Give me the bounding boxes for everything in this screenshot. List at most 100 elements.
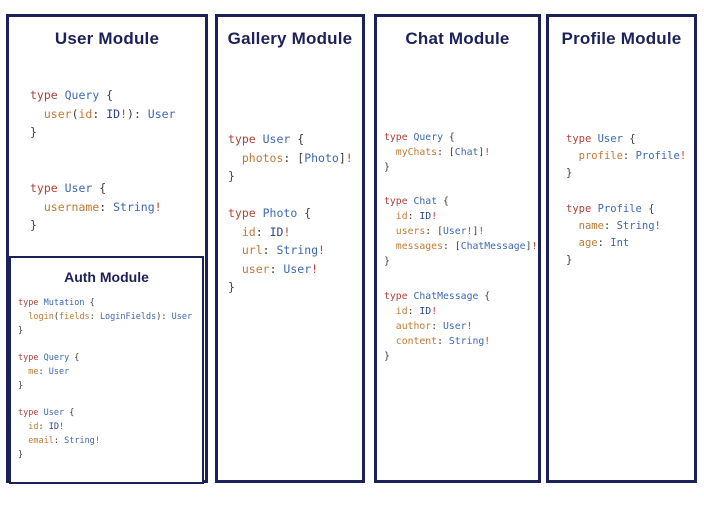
code-block-auth-mutation: type Mutation { login(fields: LoginField… <box>18 296 192 338</box>
code-line: type Query { <box>384 130 490 145</box>
code-token: User <box>48 367 70 377</box>
code-line: type User { <box>30 179 162 198</box>
code-token: : <box>99 199 114 214</box>
code-token: : <box>255 224 270 239</box>
code-token: name <box>578 220 604 232</box>
code-token: : [ <box>442 241 461 252</box>
code-token: user <box>43 106 72 121</box>
code-token: } <box>18 381 24 391</box>
code-token: Int <box>610 237 630 249</box>
code-line: } <box>30 216 162 235</box>
code-token: } <box>384 351 390 362</box>
code-line: id: ID! <box>384 209 537 224</box>
code-line: } <box>384 254 537 269</box>
code-line: author: User! <box>384 319 490 334</box>
code-token: myChats <box>395 147 438 158</box>
code-line: id: ID! <box>18 420 100 434</box>
code-token <box>18 367 28 377</box>
code-line: type User { <box>228 130 353 149</box>
code-token <box>566 150 579 162</box>
code-token: type <box>18 298 44 308</box>
code-token: User <box>64 181 93 195</box>
code-line: type Mutation { <box>18 296 192 310</box>
code-line: url: String! <box>228 241 325 260</box>
code-block-auth-user: type User { id: ID! email: String!} <box>18 406 100 462</box>
code-token <box>384 211 396 222</box>
code-token: ] <box>525 241 532 252</box>
code-line: } <box>18 448 100 462</box>
code-token <box>384 226 396 237</box>
code-line: type User { <box>566 131 686 148</box>
code-token: ! <box>466 321 473 332</box>
code-line: type Query { <box>30 86 176 105</box>
code-token: users <box>395 226 426 237</box>
code-line: photos: [Photo]! <box>228 149 353 168</box>
code-token: : <box>38 367 49 377</box>
code-line: myChats: [Chat]! <box>384 145 490 160</box>
code-token <box>18 312 28 322</box>
code-line: } <box>18 379 79 393</box>
code-token: id <box>28 422 39 432</box>
code-token: } <box>384 256 390 267</box>
code-line: content: String! <box>384 334 490 349</box>
code-token: type <box>566 203 598 215</box>
code-token: { <box>99 88 114 102</box>
code-token <box>228 225 242 239</box>
code-token: User <box>283 261 312 276</box>
code-token: : <box>597 237 611 249</box>
panel-profile-module: Profile Module type User { profile: Prof… <box>546 14 697 483</box>
code-line: type User { <box>18 406 100 420</box>
code-token: username <box>43 199 100 214</box>
code-token: : <box>407 306 420 317</box>
code-token: String <box>276 243 319 257</box>
code-line: type ChatMessage { <box>384 289 490 304</box>
code-token: User <box>147 106 176 121</box>
code-line: type Profile { <box>566 201 661 218</box>
code-token: : <box>622 150 636 162</box>
code-token: type <box>30 181 65 195</box>
code-token: { <box>641 203 655 215</box>
code-token: } <box>566 254 573 266</box>
code-token <box>384 147 396 158</box>
code-token: ! <box>466 226 473 237</box>
code-token: ! <box>484 147 491 158</box>
code-token: ! <box>154 199 162 214</box>
code-token: ! <box>484 336 491 347</box>
code-token: { <box>290 132 305 146</box>
code-token: { <box>69 353 80 363</box>
code-token: fields <box>58 312 90 322</box>
code-block-chat-query: type Query { myChats: [Chat]!} <box>384 130 490 175</box>
code-line: type Query { <box>18 351 79 365</box>
code-token: Photo <box>262 206 298 220</box>
code-token: Profile <box>635 150 680 162</box>
code-token: ] <box>472 226 479 237</box>
code-token: : <box>437 336 449 347</box>
code-token: author <box>395 321 432 332</box>
code-token: : [ <box>283 150 305 165</box>
code-token: { <box>443 132 455 143</box>
code-token: Mutation <box>43 298 85 308</box>
code-token: : [ <box>425 226 443 237</box>
code-token: user <box>241 261 270 276</box>
code-token <box>30 200 44 214</box>
code-token: ! <box>318 243 325 257</box>
code-token: } <box>228 169 235 183</box>
code-token: : <box>53 436 65 446</box>
panel-title-gallery-module: Gallery Module <box>227 29 353 48</box>
code-token: ! <box>478 226 485 237</box>
code-token: String <box>64 436 95 446</box>
code-token: } <box>566 167 573 179</box>
code-token: ! <box>94 436 100 446</box>
code-token: ID <box>419 211 432 222</box>
code-token: ] <box>478 147 485 158</box>
code-token: : <box>269 261 284 276</box>
panel-title-auth-module: Auth Module <box>64 269 149 285</box>
code-token: User <box>171 312 193 322</box>
code-token: ! <box>59 422 65 432</box>
code-token: Photo <box>304 150 339 165</box>
code-token: : <box>92 106 107 121</box>
code-token: } <box>30 218 37 232</box>
code-token: profile <box>578 150 623 162</box>
code-token: id <box>395 211 408 222</box>
